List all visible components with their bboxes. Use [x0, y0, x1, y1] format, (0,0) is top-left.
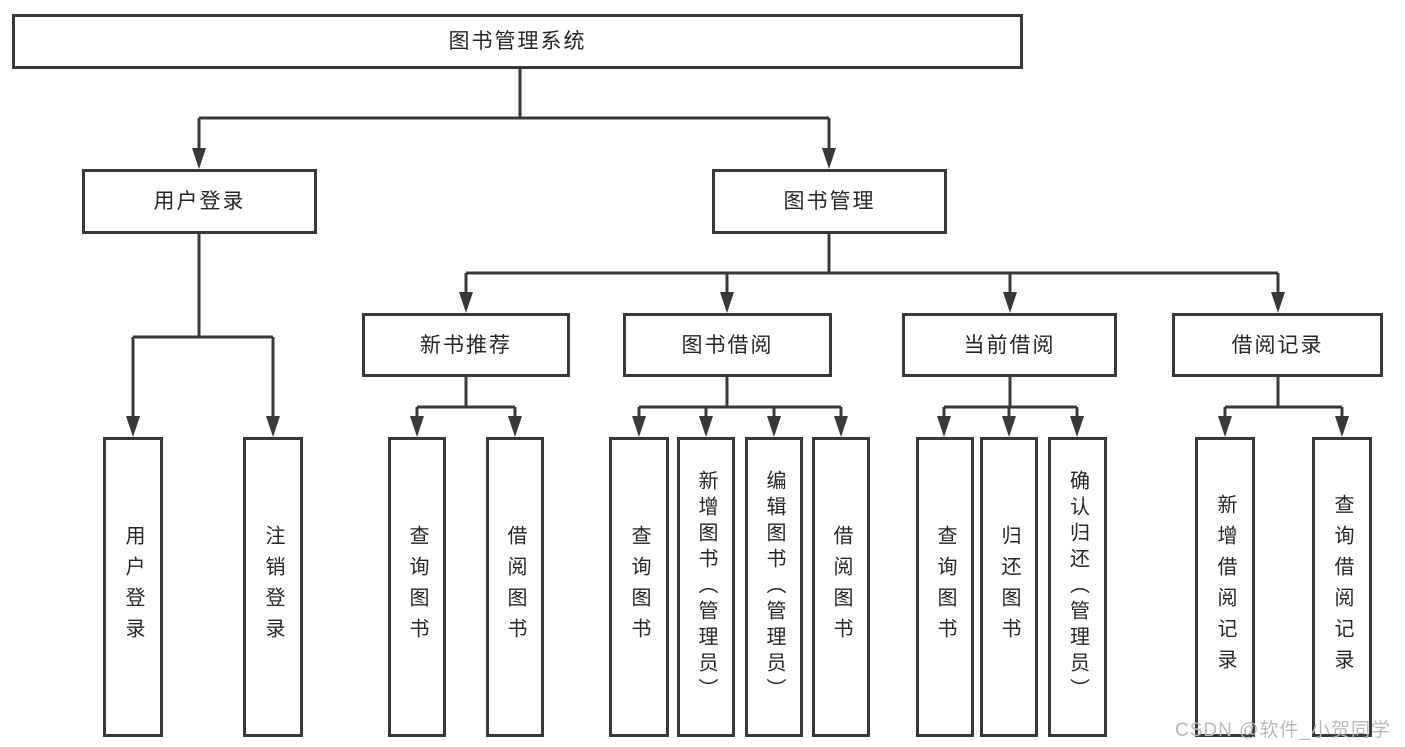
node-borrowmgmt-query-book: 查询图书 [609, 437, 669, 737]
connector-user-login-children [126, 234, 280, 437]
watermark: CSDN @软件_小贺同学 [1175, 720, 1391, 741]
node-recommend-borrow-book: 借阅图书 [486, 437, 544, 737]
node-borrowmgmt-borrow-book: 借阅图书 [812, 437, 870, 737]
node-user-login-action: 用户登录 [103, 437, 163, 737]
node-current-borrow: 当前借阅 [902, 313, 1117, 377]
node-book-management: 图书管理 [712, 169, 947, 234]
node-new-book-recommend: 新书推荐 [362, 313, 570, 377]
node-current-confirm-return-admin: 确认归还（管理员） [1048, 437, 1107, 737]
node-recommend-query-book: 查询图书 [388, 437, 446, 737]
node-borrowmgmt-edit-book-admin: 编辑图书（管理员） [745, 437, 803, 737]
node-records-query-record: 查询借阅记录 [1312, 437, 1372, 737]
node-borrow-records: 借阅记录 [1172, 313, 1383, 377]
node-current-return-book: 归还图书 [980, 437, 1038, 737]
connector-recommend-children [410, 377, 522, 437]
node-records-add-record: 新增借阅记录 [1195, 437, 1255, 737]
connector-root-to-level2 [192, 66, 836, 169]
node-book-borrow: 图书借阅 [623, 313, 832, 377]
node-borrowmgmt-add-book-admin: 新增图书（管理员） [677, 437, 735, 737]
connector-current-children [937, 377, 1084, 437]
connector-book-management-children [459, 234, 1285, 313]
connector-records-children [1218, 377, 1349, 437]
node-logout-action: 注销登录 [243, 437, 303, 737]
connector-borrow-children [632, 377, 848, 437]
node-user-login: 用户登录 [82, 169, 317, 234]
node-current-query-book: 查询图书 [916, 437, 974, 737]
node-root: 图书管理系统 [12, 14, 1023, 69]
